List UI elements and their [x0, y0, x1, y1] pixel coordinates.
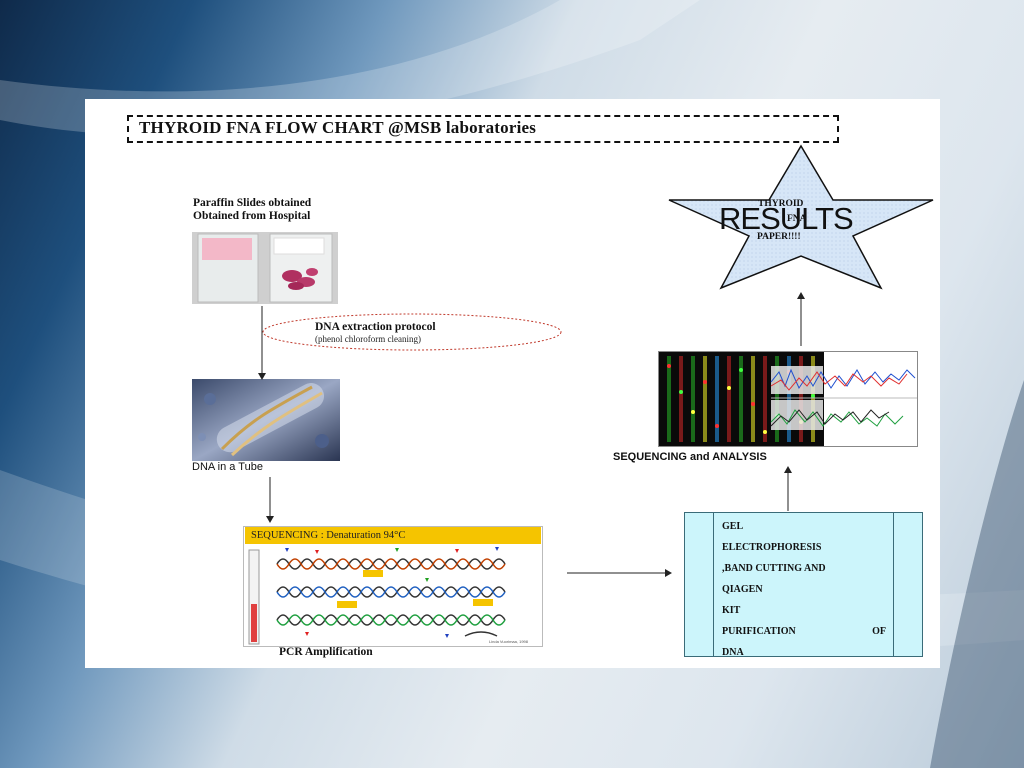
gel-line-4: QIAGEN KIT [722, 584, 763, 616]
gel-line-3: ,BAND CUTTING AND [722, 563, 826, 574]
results-star-shape [668, 144, 934, 290]
title-dashed-box [127, 115, 839, 143]
paraffin-slides-image [192, 232, 338, 304]
pcr-header: SEQUENCING : Denaturation 94°C [245, 527, 541, 544]
sequencing-image [658, 351, 918, 447]
page-title: THYROID FNA FLOW CHART @MSB laboratories [139, 118, 537, 137]
gel-line-2: ELECTROPHORESIS [722, 542, 822, 553]
extraction-title: DNA extraction protocol [315, 321, 436, 333]
pcr-credit: Linda Vuorimaa, 1998 [489, 639, 528, 644]
slides-label-line1: Paraffin Slides obtained [193, 197, 312, 209]
sequencing-label: SEQUENCING and ANALYSIS [613, 451, 767, 463]
extraction-subtitle: (phenol chloroform cleaning) [315, 334, 421, 344]
star-line-paper: PAPER!!!! [757, 232, 801, 242]
gel-electrophoresis-box: GEL ELECTROPHORESIS ,BAND CUTTING AND QI… [684, 512, 923, 658]
star-line-thyroid: THYROID [758, 199, 804, 209]
pcr-dna-helices [248, 547, 506, 645]
star-line-fna: FNA [787, 214, 807, 224]
pcr-label: PCR Amplification [279, 646, 373, 658]
dna-tube-image [192, 379, 340, 461]
pcr-image-frame [243, 526, 543, 647]
dna-tube-label: DNA in a Tube [192, 461, 263, 473]
flow-chart-slide: THYROID FNA FLOW CHART @MSB laboratories… [85, 99, 940, 668]
gel-line-5: PURIFICATION OF [722, 626, 886, 637]
results-overlay-text: RESULTS [719, 201, 854, 236]
gel-text: GEL ELECTROPHORESIS ,BAND CUTTING AND QI… [722, 516, 886, 663]
flow-arrows [258, 292, 805, 577]
gel-line-1: GEL [722, 521, 744, 532]
slides-label: Paraffin Slides obtained Obtained from H… [193, 197, 311, 223]
gel-line-6: DNA [722, 647, 744, 658]
extraction-ellipse [262, 313, 562, 351]
slides-label-line2: Obtained from Hospital [193, 210, 311, 222]
